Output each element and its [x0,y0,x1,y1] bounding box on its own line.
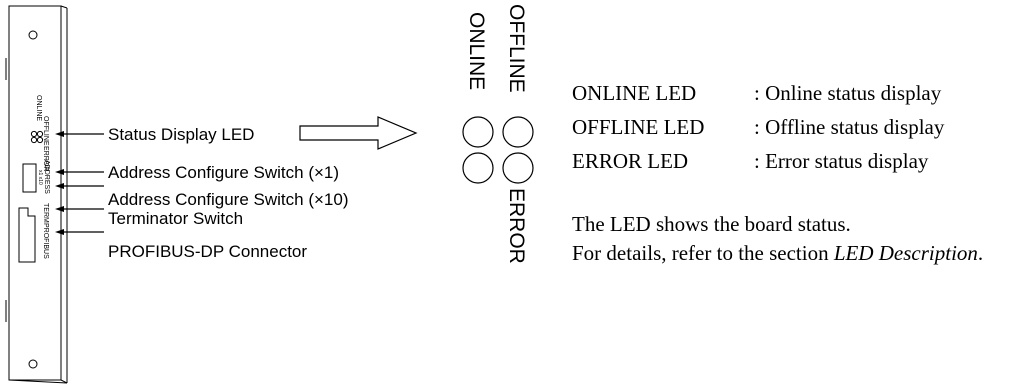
panel-label-term: TERM [42,203,49,223]
callout-arrow-status-led [55,131,104,137]
label-error: ERROR [505,188,528,264]
led-error [502,152,534,184]
desc-row-error: ERROR LED : Error status display [572,149,928,173]
desc-name-online: ONLINE LED [572,81,697,105]
zoom-arrow [299,116,418,150]
callout-arrow-terminator [55,206,104,212]
desc-text-error: : Error status display [754,149,929,173]
front-panel [5,5,68,384]
lower-screw-hole [28,359,38,369]
panel-label-profibus: PROFIBUS [42,223,49,259]
desc-text-offline: : Offline status display [754,115,945,139]
desc-text-online: : Online status display [754,81,942,105]
profibus-connector-outline [18,207,36,263]
panel-label-online: ONLINE [35,95,42,121]
panel-led-error [36,136,44,144]
front-panel-body [8,5,62,381]
note-line-2: For details, refer to the section LED De… [572,239,1002,268]
note-section-reference: LED Description [833,241,978,265]
upper-screw-hole [28,30,38,40]
led-cluster-labels: ONLINE OFFLINE ERROR [465,4,528,264]
note-line-2-end: . [977,241,984,265]
callout-arrow-address-x10 [55,183,104,189]
note-line-2-text: For details, refer to the section [572,241,834,265]
panel-label-switch-marks: x1 x10 [37,170,43,185]
led-offline [502,116,534,148]
led-cluster [462,116,534,184]
callout-address-x1: Address Configure Switch (×1) [108,163,339,182]
callout-arrow-connector [55,229,104,235]
panel-led-online [30,130,38,138]
desc-row-offline: OFFLINE LED : Offline status display [572,115,944,139]
address-switch-window [22,163,37,193]
desc-row-online: ONLINE LED : Online status display [572,81,941,105]
callout-arrow-address-x1 [55,169,104,175]
panel-led-unused [30,136,38,144]
callout-address-x10: Address Configure Switch (×10) [108,190,348,209]
led-note: The LED shows the board status. For deta… [572,210,1002,268]
callout-labels: Status Display LED Address Configure Swi… [108,125,348,261]
panel-label-offline: OFFLINE [42,116,49,146]
panel-led-offline [36,130,44,138]
callout-connector: PROFIBUS-DP Connector [108,242,307,261]
led-online [462,116,494,148]
callout-terminator: Terminator Switch [108,209,243,228]
panel-label-error: ERROR [42,146,49,171]
led-unused [462,152,494,184]
callout-status-led: Status Display LED [108,125,254,144]
panel-label-address: ADDRESS [43,160,50,194]
callout-arrows [55,131,104,235]
label-online: ONLINE [465,12,488,90]
panel-labels: OFFLINE ONLINE ERROR ADDRESS x1 x10 TERM… [35,95,50,259]
label-offline: OFFLINE [505,4,528,93]
desc-name-offline: OFFLINE LED [572,115,705,139]
desc-name-error: ERROR LED [572,149,689,173]
note-line-1: The LED shows the board status. [572,212,851,236]
